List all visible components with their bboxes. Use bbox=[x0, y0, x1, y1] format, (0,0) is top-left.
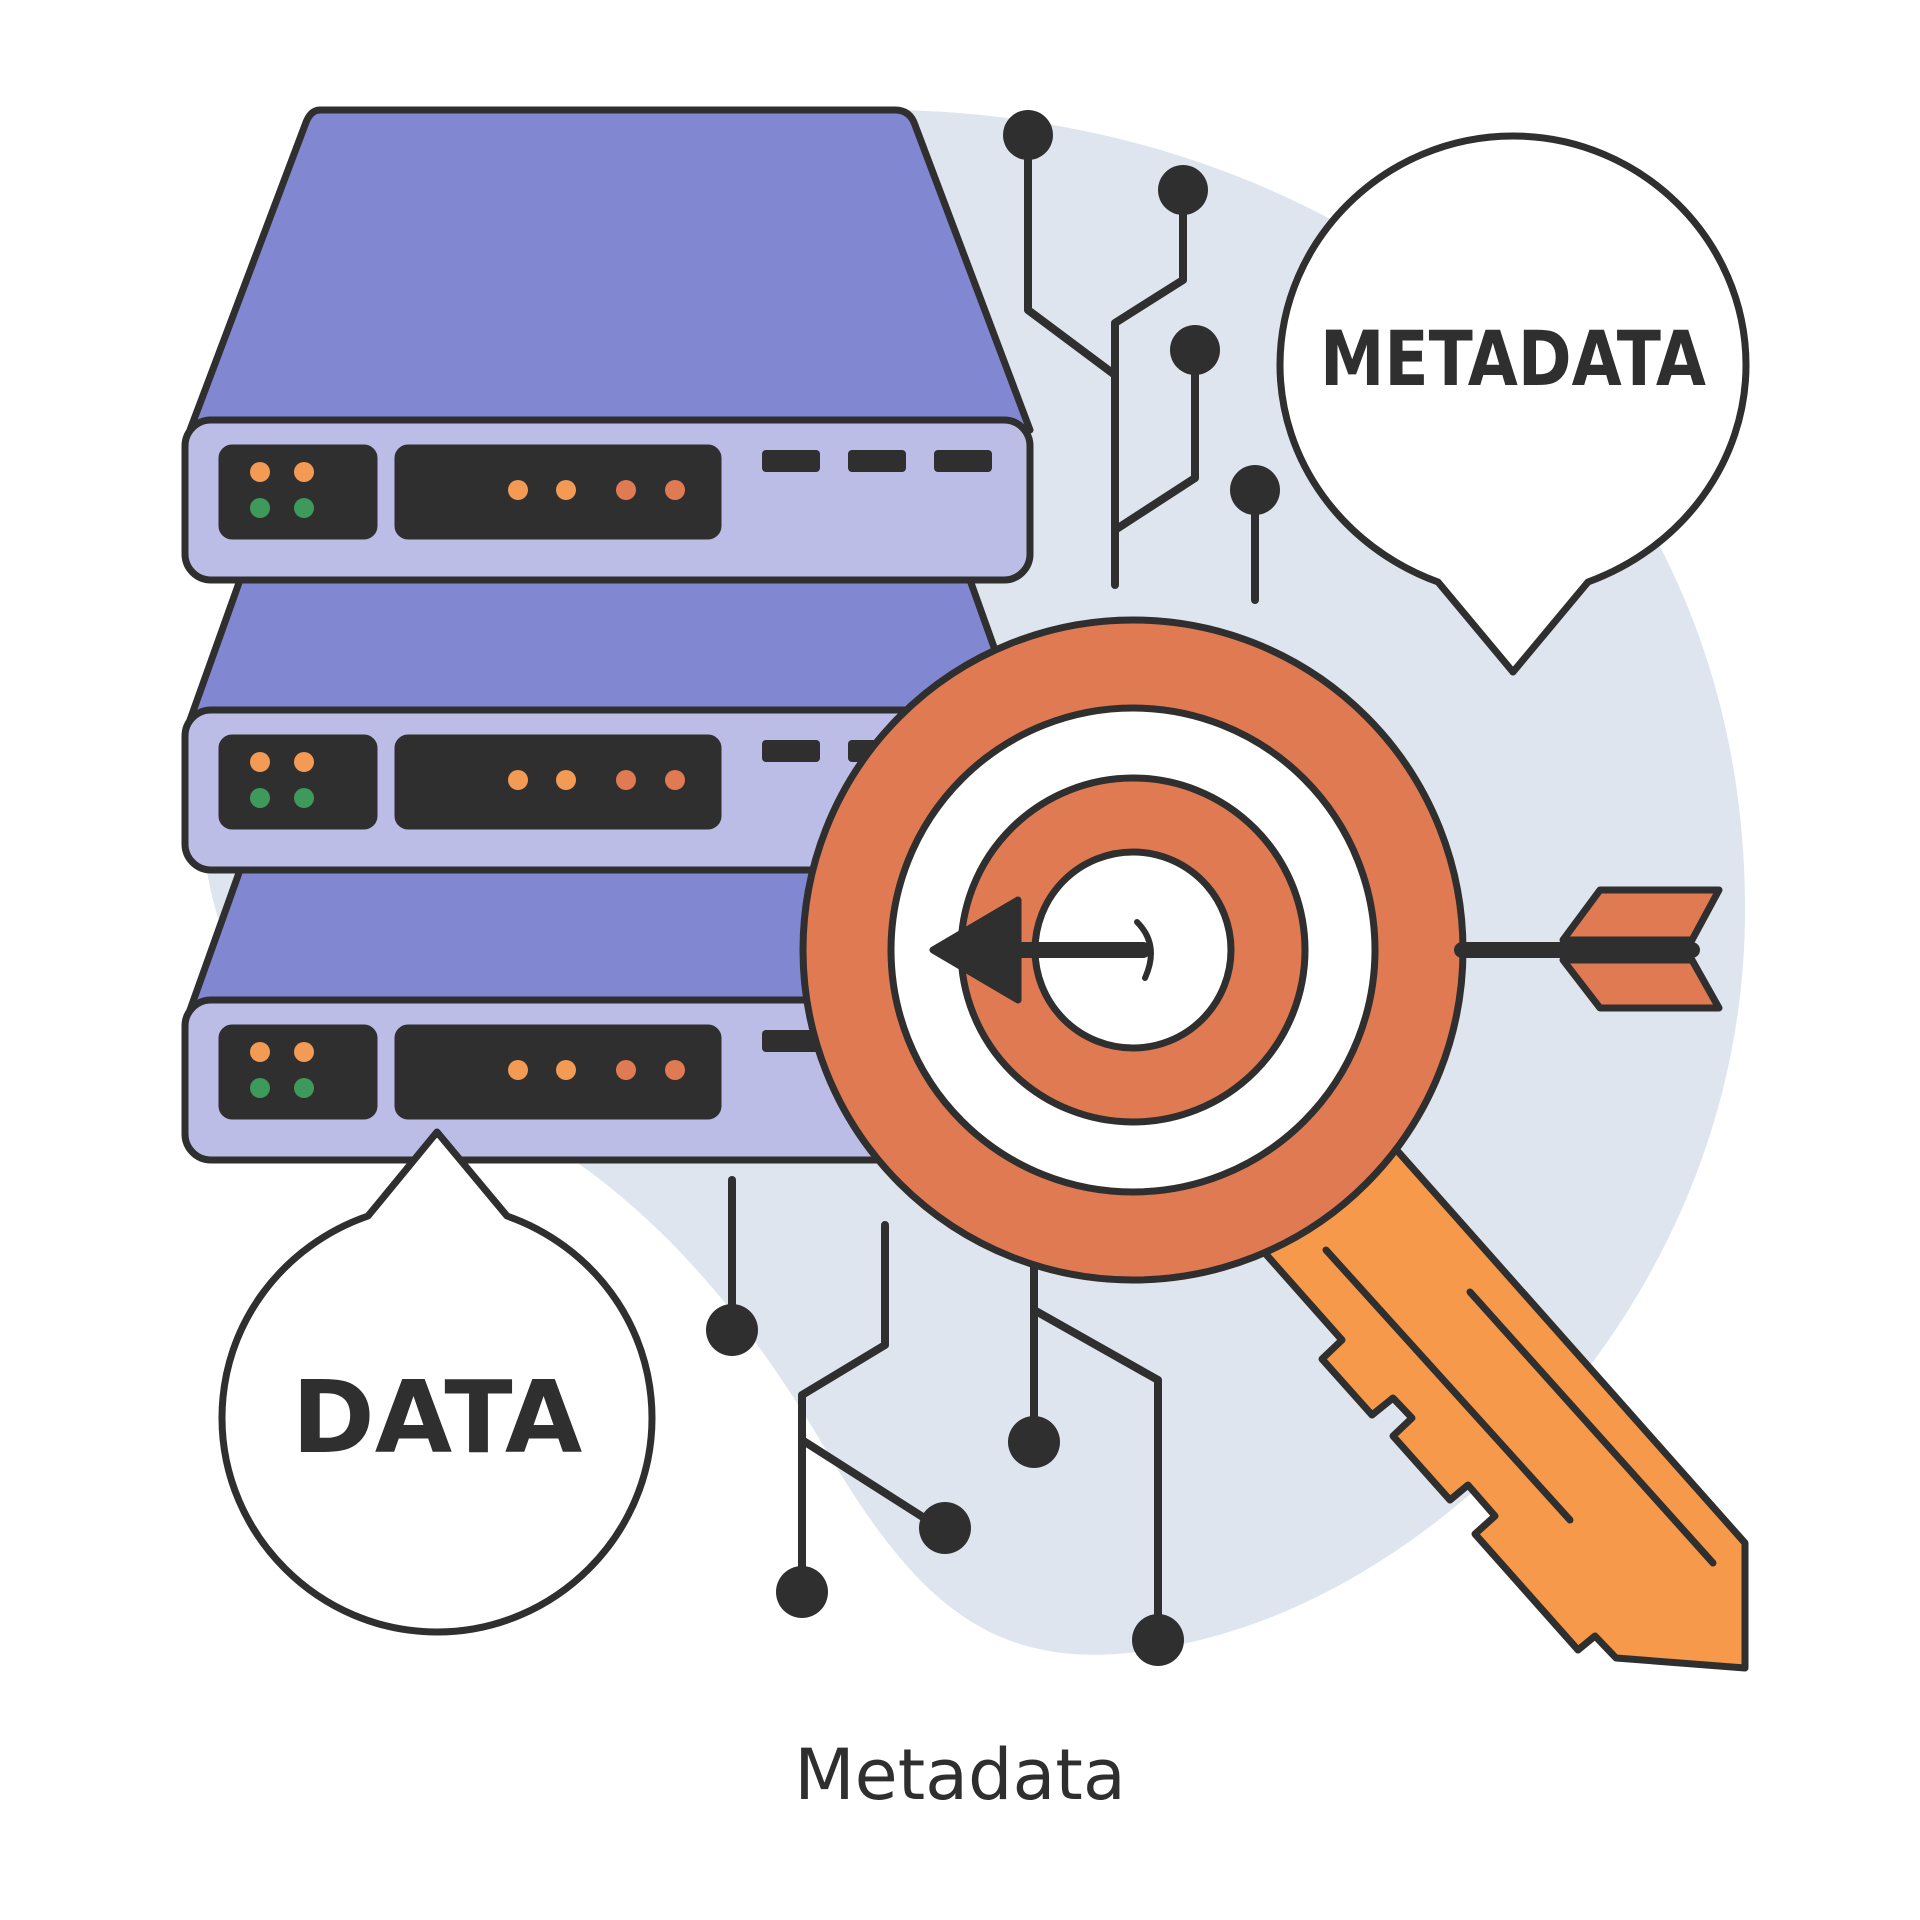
data-bubble-label: DATA bbox=[292, 1359, 582, 1476]
server-leds bbox=[250, 462, 685, 1098]
circuit-nodes-top bbox=[1003, 110, 1280, 515]
circuit-nodes-bottom bbox=[706, 1304, 1184, 1666]
arrow-icon bbox=[929, 886, 1723, 1012]
server-unit-top bbox=[181, 106, 1034, 584]
caption-title: Metadata bbox=[794, 1734, 1126, 1816]
metadata-bubble-label: METADATA bbox=[1320, 314, 1706, 403]
metadata-bubble: METADATA bbox=[1276, 132, 1750, 676]
key-icon bbox=[1236, 1116, 1749, 1672]
data-bubble: DATA bbox=[218, 1128, 656, 1636]
